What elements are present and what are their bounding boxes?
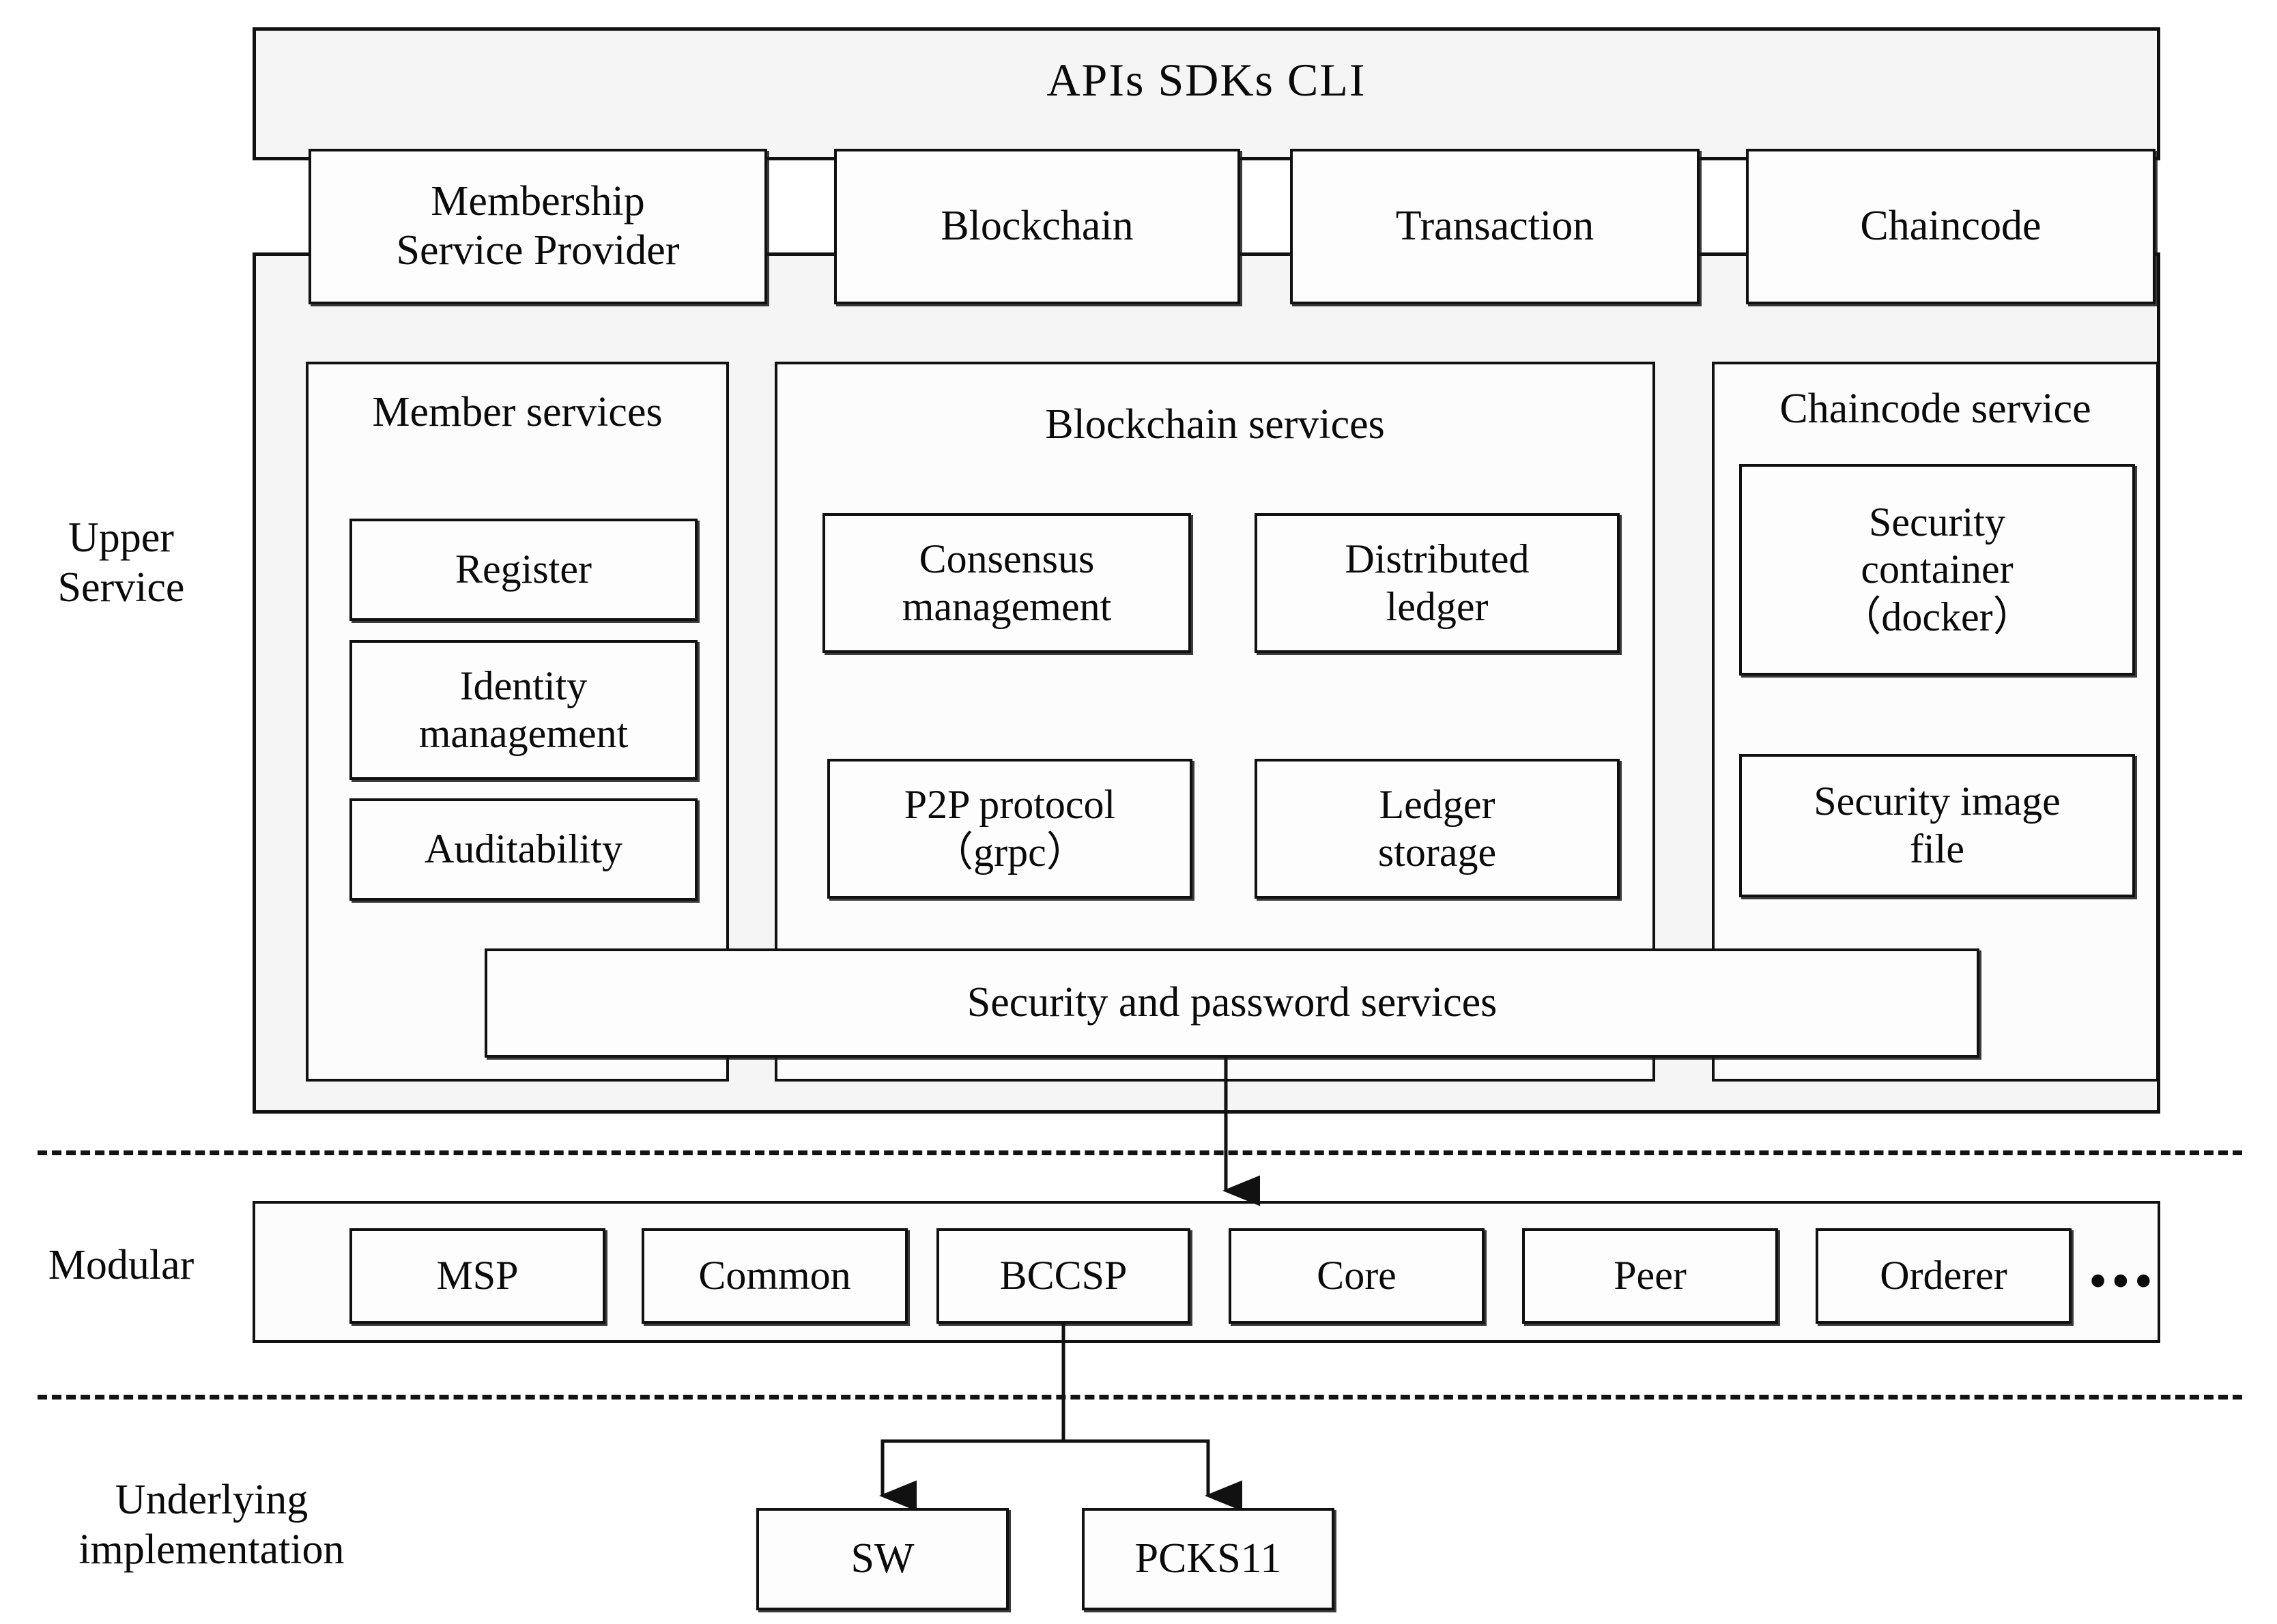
modular-box-peer[interactable]: Peer (1522, 1228, 1778, 1324)
service-p2p-line2: （grpc） (932, 829, 1087, 875)
underlying-sw-label: SW (850, 1535, 915, 1582)
layer-label-upper-service-line2: Service (57, 564, 185, 611)
modular-bccsp-label: BCCSP (999, 1253, 1128, 1299)
service-security-container-line3: （docker） (1840, 594, 2034, 639)
service-box-security-image-file[interactable]: Security image file (1739, 754, 2135, 897)
layer-label-upper-service: Upper Service (0, 502, 242, 624)
layer-label-underlying-line1: Underlying (115, 1476, 309, 1523)
connector-bccsp-to-underlying (879, 1324, 1242, 1511)
service-security-container-line1: Security (1869, 499, 2005, 545)
modular-box-orderer[interactable]: Orderer (1816, 1228, 2072, 1324)
module-msp-line2: Service Provider (396, 227, 680, 274)
panel-title-member-services-text: Member services (372, 389, 663, 435)
modular-box-common[interactable]: Common (642, 1228, 908, 1324)
service-box-p2p-protocol[interactable]: P2P protocol （grpc） (827, 759, 1192, 899)
modular-core-label: Core (1317, 1253, 1397, 1299)
module-transaction-label: Transaction (1395, 203, 1594, 250)
service-consensus-line1: Consensus (919, 536, 1095, 581)
service-box-register[interactable]: Register (349, 519, 698, 621)
layer-label-underlying: Underlying implementation (0, 1460, 423, 1590)
service-box-auditability[interactable]: Auditability (349, 798, 698, 901)
service-ledger-storage-line1: Ledger (1379, 781, 1495, 827)
service-security-image-line1: Security image (1814, 779, 2061, 824)
service-register-label: Register (455, 547, 592, 592)
service-box-consensus-management[interactable]: Consensus management (822, 513, 1191, 653)
modular-box-msp[interactable]: MSP (349, 1228, 605, 1324)
module-box-transaction[interactable]: Transaction (1290, 149, 1700, 304)
service-box-security-container[interactable]: Security container （docker） (1739, 464, 2135, 676)
panel-title-blockchain-services-text: Blockchain services (1045, 401, 1385, 448)
modular-common-label: Common (698, 1253, 851, 1299)
layer-label-modular-text: Modular (48, 1242, 195, 1289)
service-identity-line2: management (418, 710, 629, 756)
service-auditability-label: Auditability (425, 826, 622, 872)
module-chaincode-label: Chaincode (1860, 203, 2042, 250)
modular-ellipsis-text: ••• (2089, 1251, 2157, 1310)
panel-title-member-services: Member services (306, 389, 729, 435)
service-consensus-line2: management (902, 583, 1112, 629)
layer-label-modular: Modular (0, 1232, 242, 1300)
panel-title-chaincode-service-text: Chaincode service (1779, 386, 2091, 432)
panel-title-chaincode-service: Chaincode service (1712, 386, 2159, 432)
modular-msp-label: MSP (436, 1253, 519, 1299)
panel-title-blockchain-services: Blockchain services (775, 401, 1655, 448)
interface-bar-text: APIs SDKs CLI (1046, 54, 1366, 106)
underlying-box-sw[interactable]: SW (756, 1508, 1009, 1610)
interface-bar-label: APIs SDKs CLI (253, 41, 2160, 119)
modular-peer-label: Peer (1614, 1253, 1687, 1299)
modular-box-bccsp[interactable]: BCCSP (936, 1228, 1190, 1324)
modular-box-core[interactable]: Core (1229, 1228, 1485, 1324)
service-ledger-storage-line2: storage (1377, 829, 1497, 875)
security-bar-label: Security and password services (966, 979, 1498, 1026)
service-box-ledger-storage[interactable]: Ledger storage (1255, 759, 1620, 899)
module-msp-line1: Membership (431, 178, 645, 225)
service-distributed-line1: Distributed (1345, 536, 1530, 581)
underlying-pcks11-label: PCKS11 (1134, 1535, 1282, 1582)
module-box-chaincode[interactable]: Chaincode (1746, 149, 2156, 304)
service-security-image-line2: file (1910, 826, 1964, 871)
service-box-identity-management[interactable]: Identity management (349, 640, 698, 780)
divider-modular-underlying (38, 1395, 2242, 1400)
layer-label-underlying-line2: implementation (78, 1526, 345, 1573)
divider-upper-modular (38, 1150, 2242, 1155)
service-identity-line1: Identity (459, 663, 588, 708)
modular-orderer-label: Orderer (1880, 1253, 2007, 1299)
underlying-box-pcks11[interactable]: PCKS11 (1082, 1508, 1334, 1610)
service-box-distributed-ledger[interactable]: Distributed ledger (1255, 513, 1620, 653)
service-p2p-line1: P2P protocol (904, 781, 1116, 827)
service-security-container-line2: container (1861, 547, 2014, 592)
module-box-blockchain[interactable]: Blockchain (834, 149, 1240, 304)
module-blockchain-label: Blockchain (941, 203, 1134, 250)
service-bar-security-and-password-services[interactable]: Security and password services (485, 948, 1979, 1058)
modular-ellipsis-icon: ••• (2089, 1254, 2157, 1307)
layer-label-upper-service-line1: Upper (68, 514, 174, 561)
interface-bar-frame (253, 27, 2160, 160)
service-distributed-line2: ledger (1386, 583, 1489, 629)
module-box-membership-service-provider[interactable]: Membership Service Provider (309, 149, 767, 304)
